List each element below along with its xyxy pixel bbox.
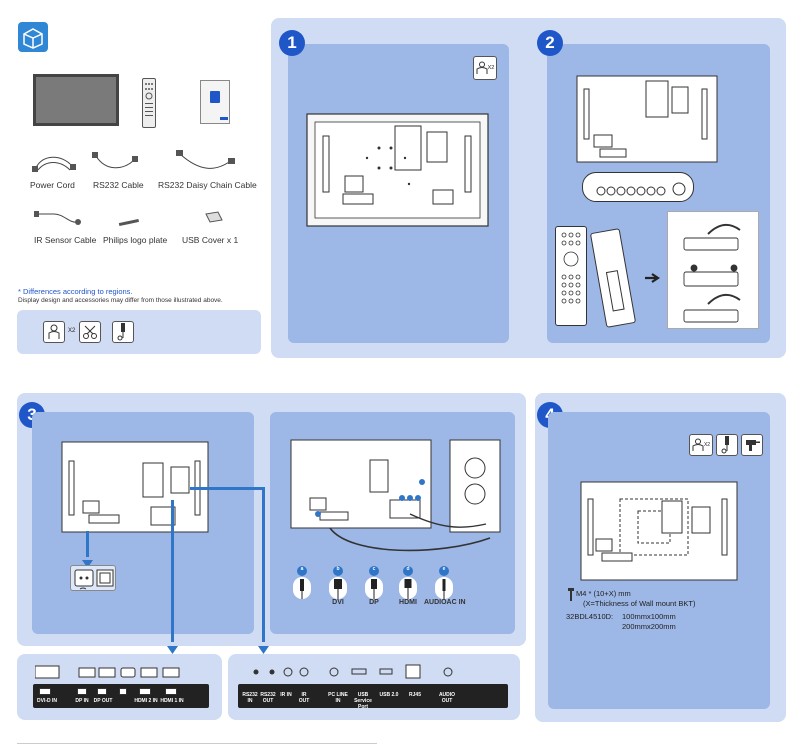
logo-plate-image: [118, 214, 140, 227]
port-unlabeled: [119, 688, 127, 695]
model-label: 32BDL4510D:: [566, 612, 614, 621]
cable-c: c DP: [360, 566, 388, 606]
port-ir-in-label: IR IN: [280, 692, 292, 698]
screw-icon: [568, 588, 574, 607]
port-hdmi1: [165, 688, 177, 695]
port-hdmi2-label: HDMI 2 IN: [134, 698, 158, 704]
ac-inlet-icon: [70, 565, 116, 591]
port-dvi-label: DVI-D IN: [37, 698, 57, 704]
ports-right-icons: [248, 664, 498, 682]
step4-person-icon: X2: [689, 434, 713, 456]
tools-panel: X2: [17, 310, 261, 354]
vesa-2: 200mmx200mm: [622, 622, 676, 631]
port-dp-in: [77, 688, 87, 695]
person-x2-label: X2: [68, 328, 76, 334]
step1-badge: 1: [279, 30, 305, 56]
port-ir-out-label: IR OUT: [298, 692, 310, 704]
usb-cover-image: [204, 210, 224, 224]
cable-e-label: AUDIOAC IN: [424, 599, 466, 606]
cable-list: a b DVI c DP d HDMI e AUDIOAC IN: [288, 566, 466, 616]
screw-spec: M4 * (10+X) mm: [576, 589, 631, 598]
cable-c-label: DP: [369, 599, 379, 606]
arrow-right-icon: [645, 270, 661, 288]
step2-keypad-illustration: [582, 172, 694, 202]
screwdriver-icon: [112, 321, 134, 343]
port-rs232-out-label: RS232 OUT: [260, 692, 276, 704]
cable-d-label: HDMI: [399, 599, 417, 606]
step3-monitor-illustration: [61, 441, 209, 533]
cable-a: a: [288, 566, 316, 599]
cable-b-badge: b: [333, 566, 343, 576]
step4-screwdriver-icon: [716, 434, 738, 456]
cable-a-badge: a: [297, 566, 307, 576]
link-arrow-right: [258, 641, 269, 659]
link-line-right-vert: [262, 487, 265, 642]
power-cord-image: [32, 150, 76, 174]
note-title: * Differences according to regions.: [18, 287, 133, 296]
rs232-daisy-image: [176, 150, 236, 176]
step1-x2-label: X2: [487, 65, 495, 71]
display-image: [33, 74, 119, 126]
port-usb2-label: USB 2.0: [379, 692, 399, 698]
port-hdmi2: [139, 688, 151, 695]
cable-e: e AUDIOAC IN: [424, 566, 466, 606]
ports-right-strip: RS232 IN RS232 OUT IR IN IR OUT PC LINE …: [238, 684, 508, 710]
cable-c-icon: [365, 577, 383, 599]
cable-c-badge: c: [369, 566, 379, 576]
step2-badge: 2: [537, 30, 563, 56]
port-audio-out-label: AUDIO OUT: [438, 692, 456, 704]
port-dvi: [39, 688, 51, 695]
cable-a-icon: [293, 577, 311, 599]
rs232-cable-label: RS232 Cable: [93, 180, 144, 190]
step2-remote-front: [555, 226, 587, 326]
port-usb-service-label: USB Service Port: [354, 692, 372, 710]
link-line-left-vert: [171, 500, 174, 642]
ir-sensor-image: [34, 208, 82, 228]
port-rj45-label: RJ45: [409, 692, 421, 698]
port-pc-line-in-label: PC LINE IN: [328, 692, 348, 704]
person-icon: [43, 321, 65, 343]
bottom-divider: [17, 743, 377, 744]
scissors-icon: [79, 321, 101, 343]
cable-b-label: DVI: [332, 599, 344, 606]
screw-note: (X=Thickness of Wall mount BKT): [583, 599, 696, 608]
note-body: Display design and accessories may diffe…: [18, 297, 223, 304]
cable-b-icon: [329, 577, 347, 599]
logo-plate-label: Philips logo plate: [103, 235, 168, 245]
step2-monitor-illustration: [576, 75, 718, 163]
cable-d: d HDMI: [394, 566, 422, 606]
ports-left-icons: [34, 664, 205, 682]
cable-e-icon: [435, 577, 453, 599]
cable-e-badge: e: [439, 566, 449, 576]
cable-b: b DVI: [324, 566, 352, 606]
step3-signal-illustration: [290, 438, 506, 558]
link-line-top: [190, 487, 265, 490]
port-dp-in-label: DP IN: [75, 698, 89, 704]
manual-image: [200, 80, 230, 124]
box-icon: [18, 22, 48, 52]
step4-drill-icon: [741, 434, 763, 456]
step4-monitor-illustration: [580, 481, 738, 581]
power-arrow-line: [86, 531, 89, 557]
vesa-1: 100mmx100mm: [622, 612, 676, 621]
rs232-daisy-label: RS232 Daisy Chain Cable: [158, 180, 257, 190]
cable-d-icon: [399, 577, 417, 599]
step1-person-icon: X2: [473, 56, 497, 80]
ports-left-strip: DVI-D IN DP IN DP OUT HDMI 2 IN HDMI 1 I…: [33, 684, 209, 708]
port-hdmi1-label: HDMI 1 IN: [160, 698, 184, 704]
remote-image: [142, 78, 156, 128]
power-arrow-head: [82, 555, 93, 573]
cable-d-badge: d: [403, 566, 413, 576]
link-arrow-left: [167, 641, 178, 659]
ir-sensor-label: IR Sensor Cable: [34, 235, 97, 245]
step4-x2-label: X2: [703, 442, 711, 448]
usb-cover-label: USB Cover x 1: [182, 235, 239, 245]
port-dp-out-label: DP OUT: [93, 698, 113, 704]
power-cord-label: Power Cord: [30, 180, 75, 190]
port-rs232-in-label: RS232 IN: [242, 692, 258, 704]
step1-monitor-illustration: [305, 112, 490, 228]
rs232-cable-image: [92, 150, 138, 176]
battery-steps-box: [667, 211, 759, 329]
port-dp-out: [97, 688, 107, 695]
